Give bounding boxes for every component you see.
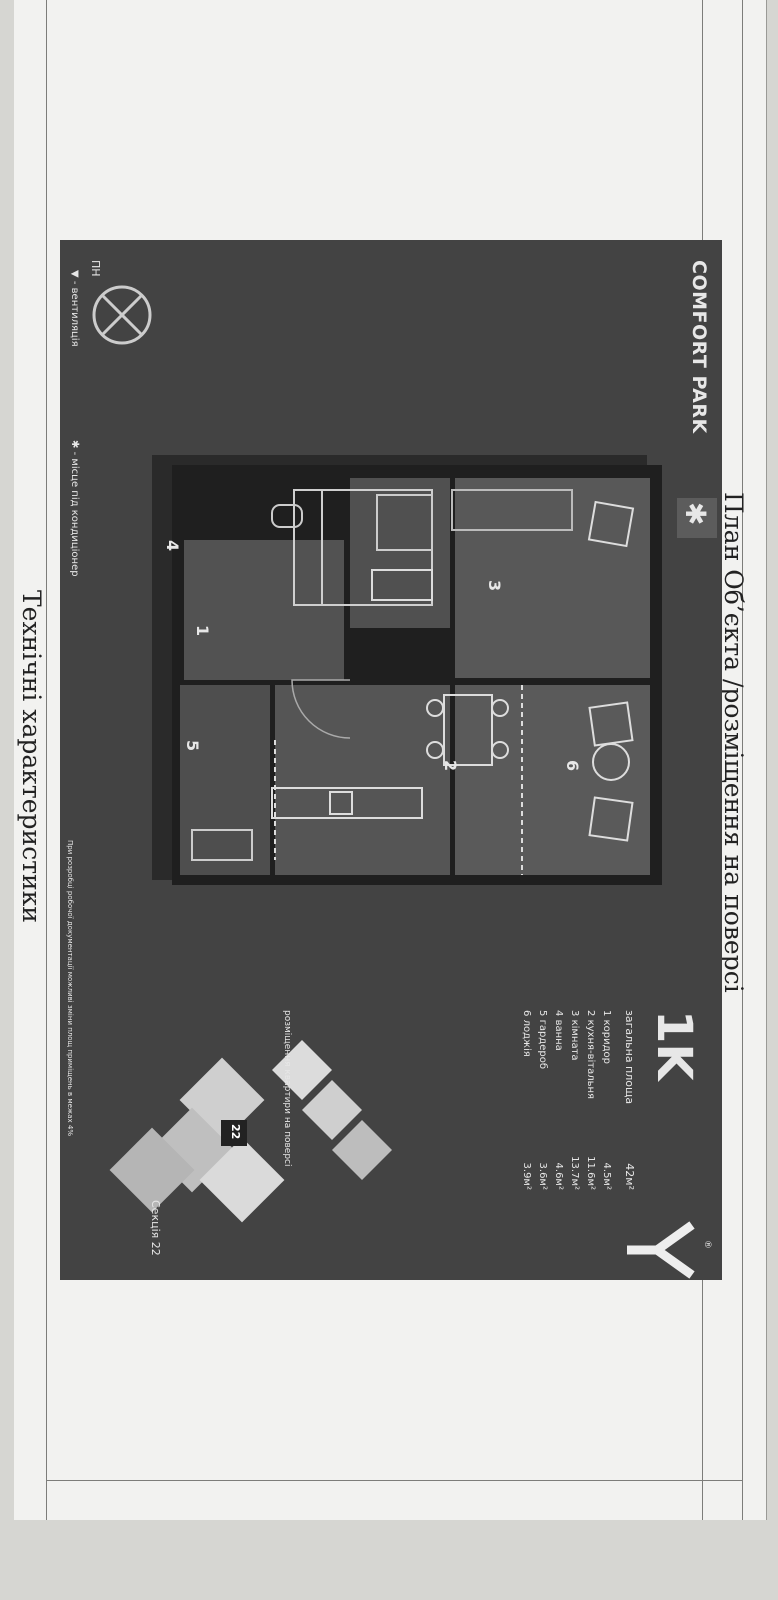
room-6-floor xyxy=(455,685,650,875)
room-label-5: 5 xyxy=(183,740,202,752)
room-4-floor xyxy=(350,478,450,628)
room-label-1: 1 xyxy=(193,625,212,637)
floor-plan-image: COMFORT PARK ПН ✱ 3 6 2 4 1 5 ▼ - вентил… xyxy=(60,240,722,1280)
compass-needle xyxy=(100,293,144,337)
room-2-floor xyxy=(275,685,450,875)
chair xyxy=(491,699,509,717)
footnote: При розробці робочої документації можлив… xyxy=(66,840,74,1136)
room-5-floor xyxy=(180,685,270,875)
table-border-left xyxy=(46,0,47,1520)
brand-title: COMFORT PARK xyxy=(688,260,710,434)
bed-headboard xyxy=(293,489,323,606)
chair xyxy=(491,741,509,759)
floor-diagram-block xyxy=(272,1040,332,1100)
chair xyxy=(426,741,444,759)
ac-marker-box xyxy=(677,498,717,538)
north-label: ПН xyxy=(89,260,102,277)
floor-plan-drawing xyxy=(92,285,717,1279)
ac-marker-icon: ✱ xyxy=(679,502,712,526)
chair xyxy=(426,699,444,717)
apartment-type: 1K xyxy=(646,1010,702,1081)
kitchen-counter xyxy=(271,787,423,819)
registered-mark-icon: ® xyxy=(702,1240,712,1249)
cooktop xyxy=(329,791,353,815)
legend-ventilation: ▼ - вентиляція xyxy=(69,270,80,347)
window-marker xyxy=(588,796,634,842)
floor-diagram-block xyxy=(302,1080,362,1140)
compass-icon xyxy=(92,285,152,345)
door-swing xyxy=(291,679,351,739)
section-label: Секція 22 xyxy=(149,1200,162,1256)
room-3-floor xyxy=(455,478,650,678)
total-area-row: загальна площа 42м² xyxy=(623,1010,636,1190)
table-border-outer xyxy=(742,0,743,1520)
section-number: 22 xyxy=(229,1124,242,1140)
vent-icon: ▼ xyxy=(69,270,80,281)
toilet xyxy=(271,504,303,528)
specs-heading: Технічні характеристики xyxy=(17,590,46,923)
floor-plan-canvas: COMFORT PARK ПН ✱ 3 6 2 4 1 5 ▼ - вентил… xyxy=(60,240,722,1280)
ac-legend-icon: ✱ xyxy=(69,440,80,452)
room-label-3: 3 xyxy=(485,580,504,592)
room-1-floor xyxy=(184,540,344,680)
table-row-border xyxy=(46,1480,742,1481)
floor-caption: розміщення квартири на поверсі xyxy=(282,1010,292,1167)
radiator xyxy=(371,569,433,601)
window-marker xyxy=(588,701,634,747)
plan-heading: План Об’єкта /розміщення на поверсі xyxy=(719,492,748,993)
floor-diagram-block xyxy=(332,1120,392,1180)
brand-logo-icon xyxy=(627,1221,695,1279)
legend-ac: ✱ - місце під кондиціонер xyxy=(69,440,80,577)
room-label-2: 2 xyxy=(441,760,460,772)
room-label-6: 6 xyxy=(563,760,582,772)
section-highlight xyxy=(221,1120,247,1146)
window-marker xyxy=(587,500,635,548)
wardrobe-shelf xyxy=(191,829,253,861)
wardrobe-room-3 xyxy=(451,489,573,531)
loggia-lamp xyxy=(592,743,630,781)
dining-table xyxy=(443,694,493,766)
section-diagram xyxy=(109,1057,285,1223)
room-label-4: 4 xyxy=(163,540,182,552)
shower-tray xyxy=(376,494,433,551)
